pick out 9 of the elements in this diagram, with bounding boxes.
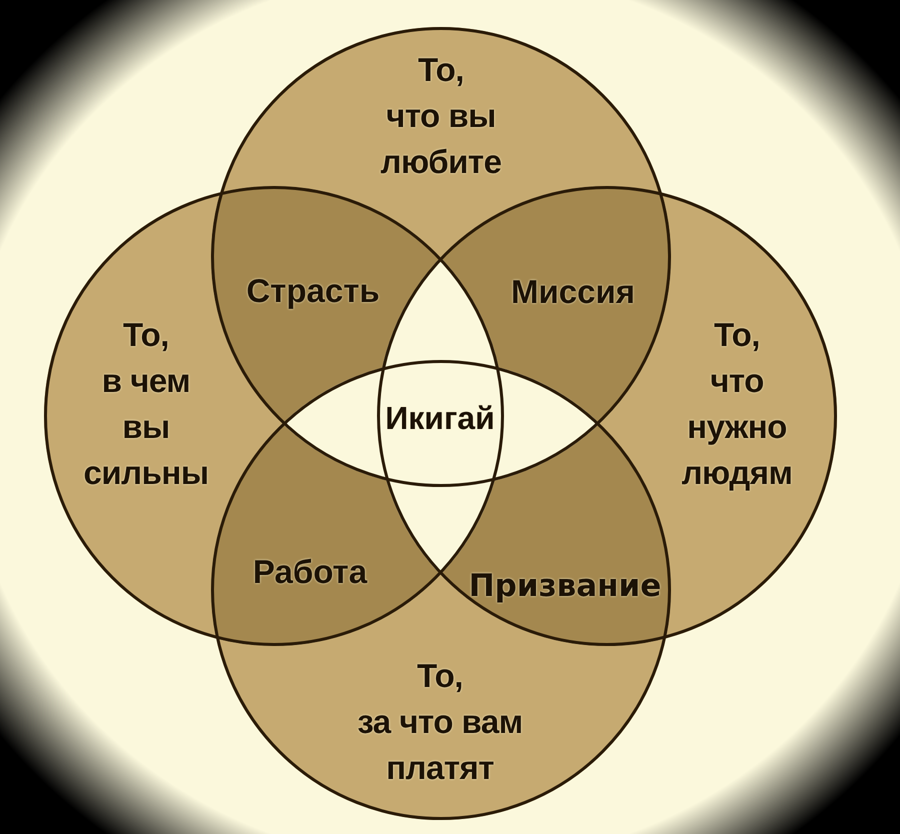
circle-label: То, в чем вы сильны xyxy=(84,315,208,493)
overlap-label: Работа xyxy=(252,552,368,592)
circle-label: То, что вы любите xyxy=(380,50,502,182)
center-label: Икигай xyxy=(385,399,495,438)
overlap-label: Страсть xyxy=(246,271,380,311)
circle-label: То, за что вам платят xyxy=(357,656,523,788)
overlap-label: Миссия xyxy=(510,272,636,312)
circle-label: То, что нужно людям xyxy=(682,315,792,493)
overlap-label: Призвание xyxy=(468,567,662,606)
